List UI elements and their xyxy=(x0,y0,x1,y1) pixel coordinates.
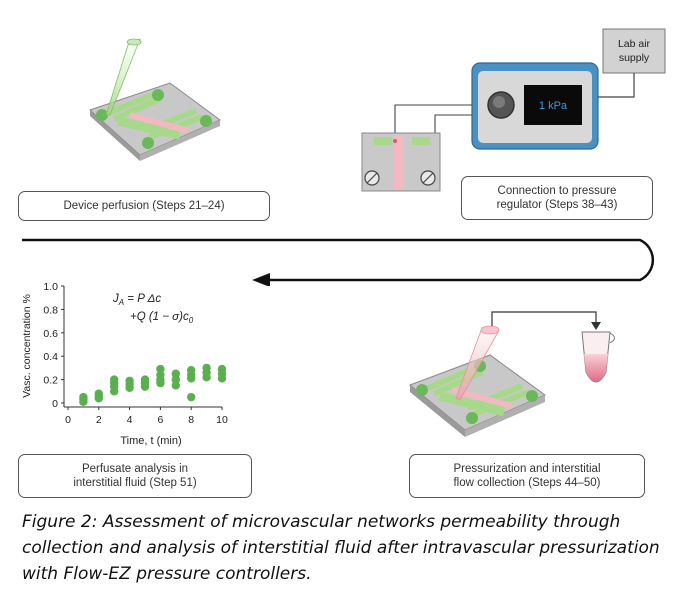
equation-line-1: JA = P Δc xyxy=(112,293,161,307)
chart-point xyxy=(217,364,227,374)
chart-y-tick-label: 0.4 xyxy=(43,351,58,363)
pressurization-illustration xyxy=(409,311,615,437)
chart-point xyxy=(187,392,196,402)
chart-y-tick-label: 0.2 xyxy=(43,375,58,387)
chart-point xyxy=(171,369,180,378)
device-perfusion-illustration xyxy=(89,38,221,161)
chart-point xyxy=(125,376,134,385)
chart-point xyxy=(171,381,180,390)
step-pressurization-label: Pressurization and interstitial flow col… xyxy=(453,463,601,489)
chart-point xyxy=(79,392,88,402)
lab-air-box xyxy=(602,28,666,74)
step-connection-box: Connection to pressure regulator (Steps … xyxy=(461,176,653,220)
chart-x-tick-label: 6 xyxy=(157,414,163,426)
chart-y-tick-label: 0 xyxy=(52,398,58,410)
regulator-screen xyxy=(524,85,582,125)
figure-caption: Figure 2: Assessment of microvascular ne… xyxy=(22,512,660,584)
step-analysis-box: Perfusate analysis in interstitial fluid… xyxy=(18,454,252,498)
chart-point xyxy=(140,375,150,384)
arrow-head xyxy=(252,273,270,286)
chart-y-tick-label: 0.8 xyxy=(43,304,58,316)
chart-point xyxy=(187,366,196,375)
step-connection-label: Connection to pressure regulator (Steps … xyxy=(496,185,618,211)
chart-xlabel: Time, t (min) xyxy=(120,435,181,447)
chart-y-tick-label: 0.6 xyxy=(43,328,58,340)
chart-x-tick-label: 10 xyxy=(216,414,228,426)
chart-x-tick-label: 2 xyxy=(96,414,102,426)
step-perfusion-label: Device perfusion (Steps 21–24) xyxy=(63,200,225,212)
chart-point xyxy=(156,364,165,374)
step-analysis-label: Perfusate analysis in interstitial fluid… xyxy=(73,463,197,489)
chart-x-tick-label: 0 xyxy=(65,414,71,426)
chart-x-tick-label: 8 xyxy=(188,414,194,426)
equation-line-2: +Q (1 − σ)c0 xyxy=(130,311,194,325)
step-pressurization-box: Pressurization and interstitial flow col… xyxy=(409,454,645,498)
chart-point xyxy=(156,370,165,380)
chart-y-tick-label: 1.0 xyxy=(43,281,58,293)
lab-air-label-2: supply xyxy=(619,52,650,64)
lab-air-label-1: Lab air xyxy=(618,38,651,50)
pressure-regulator-illustration: Lab air supply 1 kPa xyxy=(361,28,666,192)
chart-point xyxy=(110,375,119,384)
chart-ylabel: Vasc. concentration % xyxy=(21,294,33,398)
permeability-chart: 0 0.2 0.4 0.6 0.8 1.0 0 2 4 6 8 10 Time, t (min) Va… xyxy=(21,281,228,447)
chart-point xyxy=(202,363,211,373)
chart-point xyxy=(171,375,180,384)
regulator-display: 1 kPa xyxy=(539,100,568,112)
cycle-arrow xyxy=(22,238,655,286)
chart-x-tick-label: 4 xyxy=(127,414,133,426)
step-perfusion-box: Device perfusion (Steps 21–24) xyxy=(18,191,270,221)
chart-point xyxy=(94,389,104,398)
